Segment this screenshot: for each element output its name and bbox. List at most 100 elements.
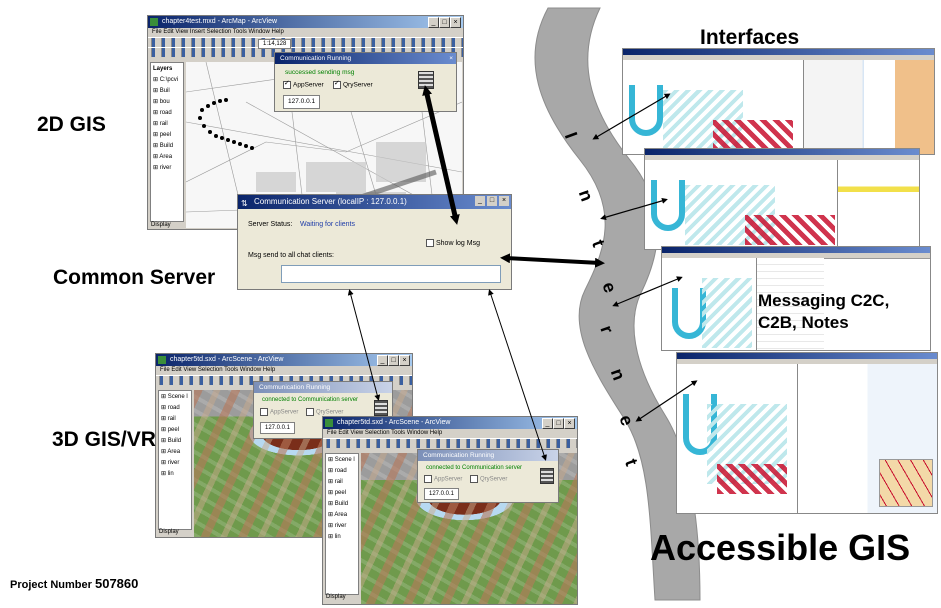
arcscene1-menubar[interactable]: File Edit View Selection Tools Window He…: [160, 367, 276, 373]
qryserver-checkbox[interactable]: QryServer: [306, 408, 343, 416]
appserver-checkbox[interactable]: AppServer: [260, 408, 298, 416]
qryserver-label: QryServer: [316, 409, 344, 416]
comm-mid-titlebar: Communication Running: [254, 382, 392, 393]
toc-header: Layers: [153, 66, 173, 72]
message-input[interactable]: [281, 265, 501, 283]
maximize-icon[interactable]: □: [553, 418, 564, 429]
toc-item[interactable]: ⊞ C:\pcvi: [153, 77, 179, 83]
arcscene2-toolbar[interactable]: [323, 438, 577, 448]
checkbox-icon[interactable]: [283, 79, 291, 89]
toc-list[interactable]: ⊞ Scene l ⊞ road ⊞ rail ⊞ peel ⊞ Build ⊞ Area…: [161, 392, 189, 480]
toc-item[interactable]: ⊞ lin: [161, 471, 174, 477]
toc-item[interactable]: ⊞ Scene l: [161, 394, 188, 400]
arcmap-display-tab[interactable]: Display: [151, 222, 171, 228]
checkbox-icon[interactable]: [306, 408, 314, 416]
label-2d-gis: 2D GIS: [37, 113, 106, 136]
toc-item[interactable]: ⊞ road: [328, 468, 347, 474]
toc-item[interactable]: ⊞ rail: [153, 121, 168, 127]
maximize-icon[interactable]: □: [487, 196, 497, 206]
checkbox-icon[interactable]: [470, 475, 478, 483]
label-common-server: Common Server: [53, 266, 216, 289]
arcscene1-titlebar: chapter5td.sxd - ArcScene - ArcView _ □ …: [156, 354, 412, 366]
maximize-icon[interactable]: □: [439, 17, 450, 28]
close-icon[interactable]: ×: [449, 55, 453, 62]
toc-item[interactable]: ⊞ rail: [328, 479, 343, 485]
comm-top-title: Communication Running: [280, 55, 352, 62]
toc-item[interactable]: ⊞ Build: [153, 143, 174, 149]
close-icon[interactable]: ×: [499, 196, 509, 206]
building-icon[interactable]: [374, 400, 388, 416]
toc-item[interactable]: ⊞ peel: [161, 427, 180, 433]
ip-field[interactable]: 127.0.0.1: [424, 488, 460, 500]
iface-map: [662, 258, 756, 350]
checkbox-icon[interactable]: [424, 475, 432, 483]
minimize-icon[interactable]: _: [475, 196, 485, 206]
toc-item[interactable]: ⊞ river: [161, 460, 180, 466]
interface-screenshot-4: [676, 352, 938, 514]
toc-item[interactable]: ⊞ peel: [153, 132, 172, 138]
qryserver-label: QryServer: [343, 81, 373, 89]
toc-item[interactable]: ⊞ road: [153, 110, 172, 116]
comm-top-titlebar: Communication Running ×: [275, 53, 456, 64]
toc-list[interactable]: ⊞ C:\pcvi ⊞ Buil ⊞ bou ⊞ road ⊞ rail ⊞ peel ⊞ …: [153, 75, 181, 174]
appserver-checkbox[interactable]: AppServer: [424, 475, 462, 483]
ip-field[interactable]: 127.0.0.1: [260, 422, 296, 434]
ip-field[interactable]: 127.0.0.1: [283, 95, 321, 109]
arcscene1-title: chapter5td.sxd - ArcScene - ArcView: [170, 356, 284, 363]
checkbox-icon[interactable]: [426, 239, 434, 247]
toc-item[interactable]: ⊞ road: [161, 405, 180, 411]
close-icon[interactable]: ×: [399, 355, 410, 366]
toc-item[interactable]: ⊞ Area: [153, 154, 173, 160]
arcscene1-toolbar[interactable]: [156, 375, 412, 385]
checkbox-icon[interactable]: [260, 408, 268, 416]
arrow-server-internet: [500, 253, 605, 268]
toc-item[interactable]: ⊞ bou: [153, 99, 170, 105]
toc-item[interactable]: ⊞ river: [153, 165, 172, 171]
minimize-icon[interactable]: _: [377, 355, 388, 366]
building-icon[interactable]: [540, 468, 554, 484]
label-messaging: Messaging C2C, C2B, Notes: [758, 291, 890, 332]
toc-item[interactable]: ⊞ Build: [328, 501, 349, 507]
toc-item[interactable]: ⊞ Buil: [153, 88, 170, 94]
toc-list[interactable]: ⊞ Scene l ⊞ road ⊞ rail ⊞ peel ⊞ Build ⊞ Area…: [328, 455, 356, 543]
toc-item[interactable]: ⊞ lin: [328, 534, 341, 540]
river-shape: [651, 180, 685, 231]
toc-item[interactable]: ⊞ peel: [328, 490, 347, 496]
checkbox-icon[interactable]: [333, 79, 341, 89]
arcscene2-toc: ⊞ Scene l ⊞ road ⊞ rail ⊞ peel ⊞ Build ⊞ Area…: [325, 453, 359, 595]
minimize-icon[interactable]: _: [542, 418, 553, 429]
close-icon[interactable]: ×: [450, 17, 461, 28]
show-log-label: Show log Msg: [436, 239, 480, 247]
minimize-icon[interactable]: _: [428, 17, 439, 28]
interface-screenshot-2: [644, 148, 920, 250]
internet-letter: n: [606, 365, 630, 383]
maximize-icon[interactable]: □: [388, 355, 399, 366]
comm-running-dialog-low: Communication Running connected to Commu…: [417, 449, 559, 503]
comm-running-dialog-top: Communication Running × successed sendin…: [274, 52, 457, 112]
toc-item[interactable]: ⊞ Scene l: [328, 457, 355, 463]
toc-item[interactable]: ⊞ Area: [328, 512, 348, 518]
internet-letter: t: [621, 456, 642, 469]
toc-item[interactable]: ⊞ Area: [161, 449, 181, 455]
toc-item[interactable]: ⊞ Build: [161, 438, 182, 444]
arcscene1-display-tab[interactable]: Display: [159, 529, 179, 535]
building-icon[interactable]: [418, 71, 434, 89]
arcscene2-display-tab[interactable]: Display: [326, 594, 346, 600]
show-log-checkbox[interactable]: Show log Msg: [426, 239, 480, 247]
arcmap-menubar[interactable]: File Edit View Insert Selection Tools Wi…: [152, 29, 284, 35]
scale-box[interactable]: 1:14,128: [258, 39, 292, 49]
qryserver-checkbox[interactable]: QryServer: [470, 475, 507, 483]
arcmap-toolbar[interactable]: [148, 37, 463, 47]
close-icon[interactable]: ×: [564, 418, 575, 429]
toc-item[interactable]: ⊞ rail: [161, 416, 176, 422]
server-status-label: Server Status:: [248, 221, 293, 228]
arcmap-app-icon: [150, 18, 158, 26]
toc-item[interactable]: ⊞ river: [328, 523, 347, 529]
appserver-checkbox[interactable]: AppServer: [283, 79, 324, 89]
iface-map: [645, 160, 837, 249]
iface-panel: [796, 364, 937, 513]
msg-label: Msg send to all chat clients:: [248, 252, 334, 259]
arcscene2-menubar[interactable]: File Edit View Selection Tools Window He…: [327, 430, 443, 436]
arcscene-window-2: chapter5td.sxd - ArcScene - ArcView _ □ …: [322, 416, 578, 605]
qryserver-checkbox[interactable]: QryServer: [333, 79, 373, 89]
